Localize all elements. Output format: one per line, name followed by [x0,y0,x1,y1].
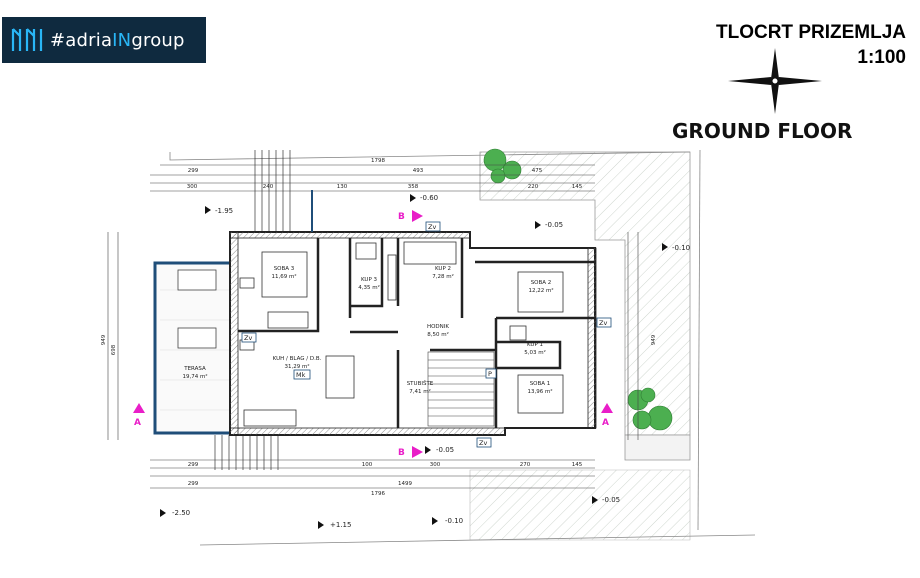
level-marker: +1.15 [330,521,351,529]
lounge-sofa [177,327,217,349]
dim-left-total: 949 [101,334,107,345]
room-name-kup2: KUP 2 [435,266,451,272]
bathtub [387,254,397,301]
dim-top: 358 [408,184,419,190]
dim-top: 130 [337,184,348,190]
dim-top: 493 [413,168,424,174]
dim-top: 300 [187,184,198,190]
svg-text:B: B [398,212,405,222]
room-name-hodnik: HODNIK [427,324,449,330]
north-arrow-icon [728,48,822,114]
room-area-hodnik: 8,50 m² [427,331,449,338]
room-name-stubiste: STUBIŠTE [407,380,434,387]
level-marker: -2.50 [172,509,190,517]
room-name-kup1: KUP 1 [527,342,543,348]
tag-zv: Zv [479,439,487,447]
garden-area-right [479,151,691,436]
sofa [243,409,297,427]
room-name-soba2: SOBA 2 [531,280,552,286]
dim-bottom: 270 [520,462,531,468]
level-marker: -0.10 [445,517,463,525]
dim-left-sub: 698 [111,344,117,355]
bed-soba1 [517,374,564,414]
logo-text: #adriaINgroup [50,29,185,51]
plan-title-line1: TLOCRT PRIZEMLJA [716,22,906,43]
dining-table [325,355,355,399]
plan-subtitle-english: GROUND FLOOR [672,119,853,143]
lounge-sofa [177,269,217,291]
room-name-kuhinja: KUH / BLAG / D.B. [273,356,322,362]
section-marker-a-right: A [601,403,613,428]
plan-scale: 1:100 [857,47,906,68]
level-marker: -0.10 [672,244,690,252]
dim-bottom: 299 [188,462,199,468]
level-marker: -0.05 [602,496,620,504]
tag-zv: Zv [428,223,436,231]
dim-bottom: 1499 [398,481,412,487]
room-area-soba2: 12,22 m² [528,287,553,294]
dim-bottom: 145 [572,462,583,468]
room-name-soba1: SOBA 1 [530,381,551,387]
bed-soba2 [517,271,564,313]
room-area-soba3: 11,69 m² [271,273,296,280]
room-area-stubiste: 7,41 m² [409,388,431,395]
shower [403,241,457,265]
dim-bottom-total: 1796 [371,491,385,497]
dim-bottom: 100 [362,462,373,468]
dim-top: 220 [528,184,539,190]
dim-bottom: 299 [188,481,199,487]
room-area-kup1: 5,03 m² [524,349,546,356]
plan-title: TLOCRT PRIZEMLJA 1:100 [716,20,906,70]
dim-top-total: 1798 [371,158,385,164]
section-marker-b-top: B [398,210,423,222]
tree-icon [483,148,673,431]
wardrobe-soba3 [267,311,309,329]
dim-top: 475 [532,168,543,174]
level-marker: -0.60 [420,194,438,202]
room-name-kup3: KUP 3 [361,277,378,283]
svg-text:A: A [134,418,141,428]
dim-top: 145 [572,184,583,190]
brand-logo: #adriaINgroup [2,17,206,63]
svg-text:B: B [398,448,405,458]
room-name-terasa: TERASA [183,366,206,372]
dim-bottom: 300 [430,462,441,468]
room-area-soba1: 13,96 m² [527,388,552,395]
level-marker: -0.05 [545,221,563,229]
room-area-kuhinja: 31,29 m² [284,363,309,370]
logo-mark-icon [11,28,43,51]
tag-p: P [488,370,492,378]
level-marker: -0.05 [436,446,454,454]
dim-top: 299 [188,168,199,174]
room-area-kup2: 7,28 m² [432,273,454,280]
section-marker-a-left: A [133,403,145,428]
room-name-soba3: SOBA 3 [274,266,295,272]
level-marker: -1.95 [215,207,233,215]
tag-mk: Mk [296,371,306,379]
svg-text:A: A [602,418,609,428]
room-area-kup3: 4,35 m² [358,284,380,291]
bed-soba3 [261,251,308,298]
garden-area-bottom [469,469,691,541]
dim-top: 240 [263,184,274,190]
dim-right-total: 949 [651,334,657,345]
section-marker-b-bottom: B [398,446,423,458]
tag-zv: Zv [244,334,252,342]
room-area-terasa: 19,74 m² [182,373,207,380]
tag-zv: Zv [599,319,607,327]
